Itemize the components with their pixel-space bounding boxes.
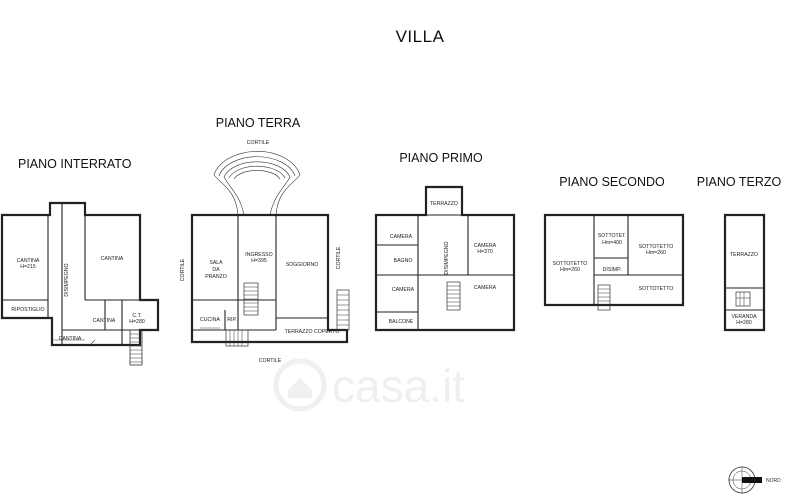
room-sala-line2: DA: [212, 267, 220, 273]
watermark: casa.it: [273, 358, 465, 412]
floor-terzo: PIANO TERZO TERRAZZO VERANDA H=280: [697, 175, 782, 332]
room-cantina-left-height: H=215: [20, 264, 36, 270]
room-disimpegno-primo: DISIMPEGNO: [444, 241, 450, 274]
room-veranda: VERANDA: [731, 314, 757, 320]
floor-secondo: PIANO SECONDO SOTTOTETTO Hm=260 SOTTOTET…: [543, 175, 685, 311]
floor-title-primo: PIANO PRIMO: [399, 151, 483, 165]
room-sottotetto-left: SOTTOTETTO: [553, 261, 588, 267]
room-sottotetto-bottom-right: SOTTOTETTO: [639, 286, 674, 292]
room-cortile-top: CORTILE: [247, 140, 270, 146]
room-camera-top-right: CAMERA: [474, 243, 497, 249]
floor-title-interrato: PIANO INTERRATO: [18, 157, 132, 171]
room-terrazzo-coperto: TERRAZZO COPERTO: [285, 329, 340, 335]
floor-title-terzo: PIANO TERZO: [697, 175, 782, 189]
room-sottotetto-right-height: Hm=260: [646, 250, 666, 256]
room-sottotet-mid-height: Hm=400: [602, 240, 622, 246]
floor-interrato: PIANO INTERRATO CANTINA H=215 DISIMPEGNO…: [0, 157, 160, 366]
room-cantina-right: CANTINA: [101, 256, 124, 262]
north-label: NORD: [766, 478, 781, 484]
room-sottotet-mid: SOTTOTET.: [598, 233, 626, 239]
room-sottotetto-left-height: Hm=260: [560, 267, 580, 273]
room-cortile-right: CORTILE: [336, 246, 342, 269]
north-pointer-icon: [742, 477, 762, 483]
room-ct: C.T.: [132, 313, 141, 319]
watermark-text: casa.it: [332, 360, 465, 412]
room-ingresso: INGRESSO: [245, 252, 272, 258]
room-camera-bottom-left: CAMERA: [392, 287, 415, 293]
floor-primo: PIANO PRIMO TERRAZZO CAMERA BAGNO DISIMP…: [374, 151, 516, 332]
room-sottotetto-right: SOTTOTETTO: [639, 244, 674, 250]
room-cantina-bottom: CANTINA: [59, 336, 82, 342]
room-terrazzo-primo: TERRAZZO: [430, 201, 458, 207]
room-ripostiglio: RIPOSTIGLIO: [11, 307, 44, 313]
room-balcone: BALCONE: [389, 319, 414, 325]
room-disimpegno-interrato: DISIMPEGNO: [64, 263, 70, 296]
room-ct-height: H=280: [129, 319, 145, 325]
room-cantina-mid: CANTINA: [93, 318, 116, 324]
room-veranda-height: H=280: [736, 320, 752, 326]
room-ingresso-height: H=395: [251, 258, 267, 264]
room-camera-top-left: CAMERA: [390, 234, 413, 240]
room-cortile-bottom: CORTILE: [259, 358, 282, 364]
room-cortile-left: CORTILE: [180, 258, 186, 281]
room-terrazzo-terzo: TERRAZZO: [730, 252, 758, 258]
floor-title-secondo: PIANO SECONDO: [559, 175, 665, 189]
floor-title-terra: PIANO TERRA: [216, 116, 301, 130]
room-sala-line1: SALA: [209, 260, 223, 266]
room-camera-bottom-right: CAMERA: [474, 285, 497, 291]
floor-terra: PIANO TERRA CORTILE: [180, 116, 350, 364]
north-arrow: NORD: [728, 466, 781, 494]
room-cucina: CUCINA: [200, 317, 220, 323]
room-cantina-left: CANTINA: [17, 258, 40, 264]
room-sala-line3: PRANZO: [205, 274, 227, 280]
room-rip: RIP.: [227, 317, 236, 323]
room-camera-top-right-height: H=370: [477, 249, 493, 255]
room-disimp: DISIMP.: [603, 267, 622, 273]
room-bagno: BAGNO: [394, 258, 413, 264]
room-soggiorno: SOGGIORNO: [286, 262, 319, 268]
page-title: VILLA: [396, 27, 445, 46]
